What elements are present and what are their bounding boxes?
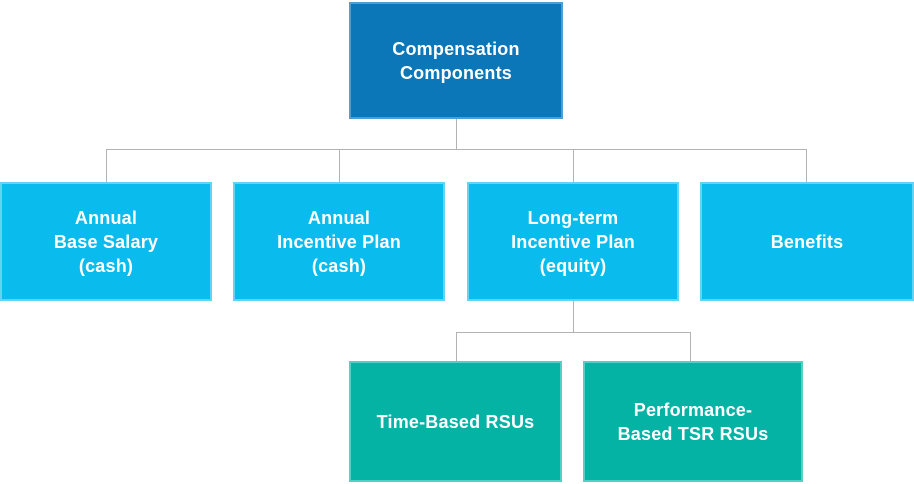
node-annual-base-salary: Annual Base Salary (cash) <box>0 182 212 301</box>
connector-level2-crossbar <box>106 149 807 150</box>
node-time-based-rsus: Time-Based RSUs <box>349 361 562 482</box>
node-performance-based-tsr-rsus: Performance- Based TSR RSUs <box>583 361 803 482</box>
connector-drop-lti <box>573 149 574 182</box>
node-compensation-components: Compensation Components <box>349 2 563 119</box>
connector-drop-benefits <box>806 149 807 182</box>
connector-drop-base-salary <box>106 149 107 182</box>
connector-drop-annual-incentive <box>339 149 340 182</box>
node-annual-incentive-plan: Annual Incentive Plan (cash) <box>233 182 445 301</box>
connector-root-stem <box>456 119 457 150</box>
connector-level3-crossbar <box>456 332 691 333</box>
connector-drop-perf-rsus <box>690 332 691 361</box>
connector-lti-stem <box>573 300 574 332</box>
connector-drop-time-rsus <box>456 332 457 361</box>
node-benefits: Benefits <box>700 182 914 301</box>
node-long-term-incentive-plan: Long-term Incentive Plan (equity) <box>467 182 679 301</box>
